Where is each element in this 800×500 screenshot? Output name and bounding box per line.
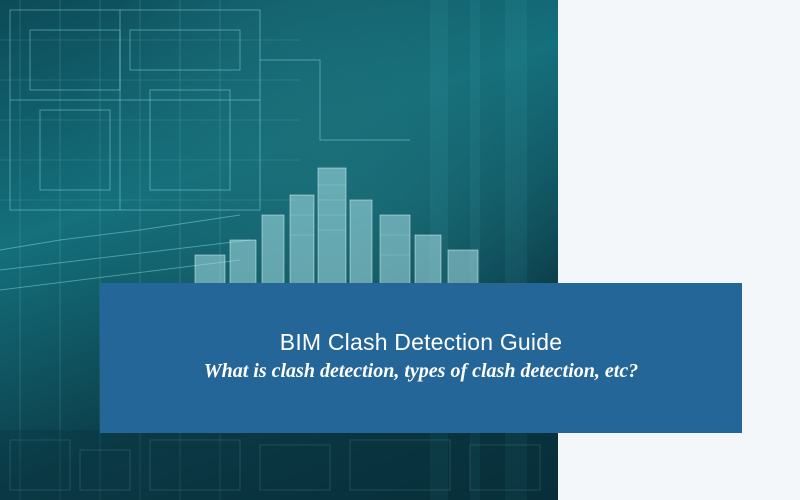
title-banner: BIM Clash Detection Guide What is clash … [100, 283, 742, 433]
banner-title: BIM Clash Detection Guide [279, 329, 563, 355]
banner-subtitle: What is clash detection, types of clash … [203, 360, 639, 382]
